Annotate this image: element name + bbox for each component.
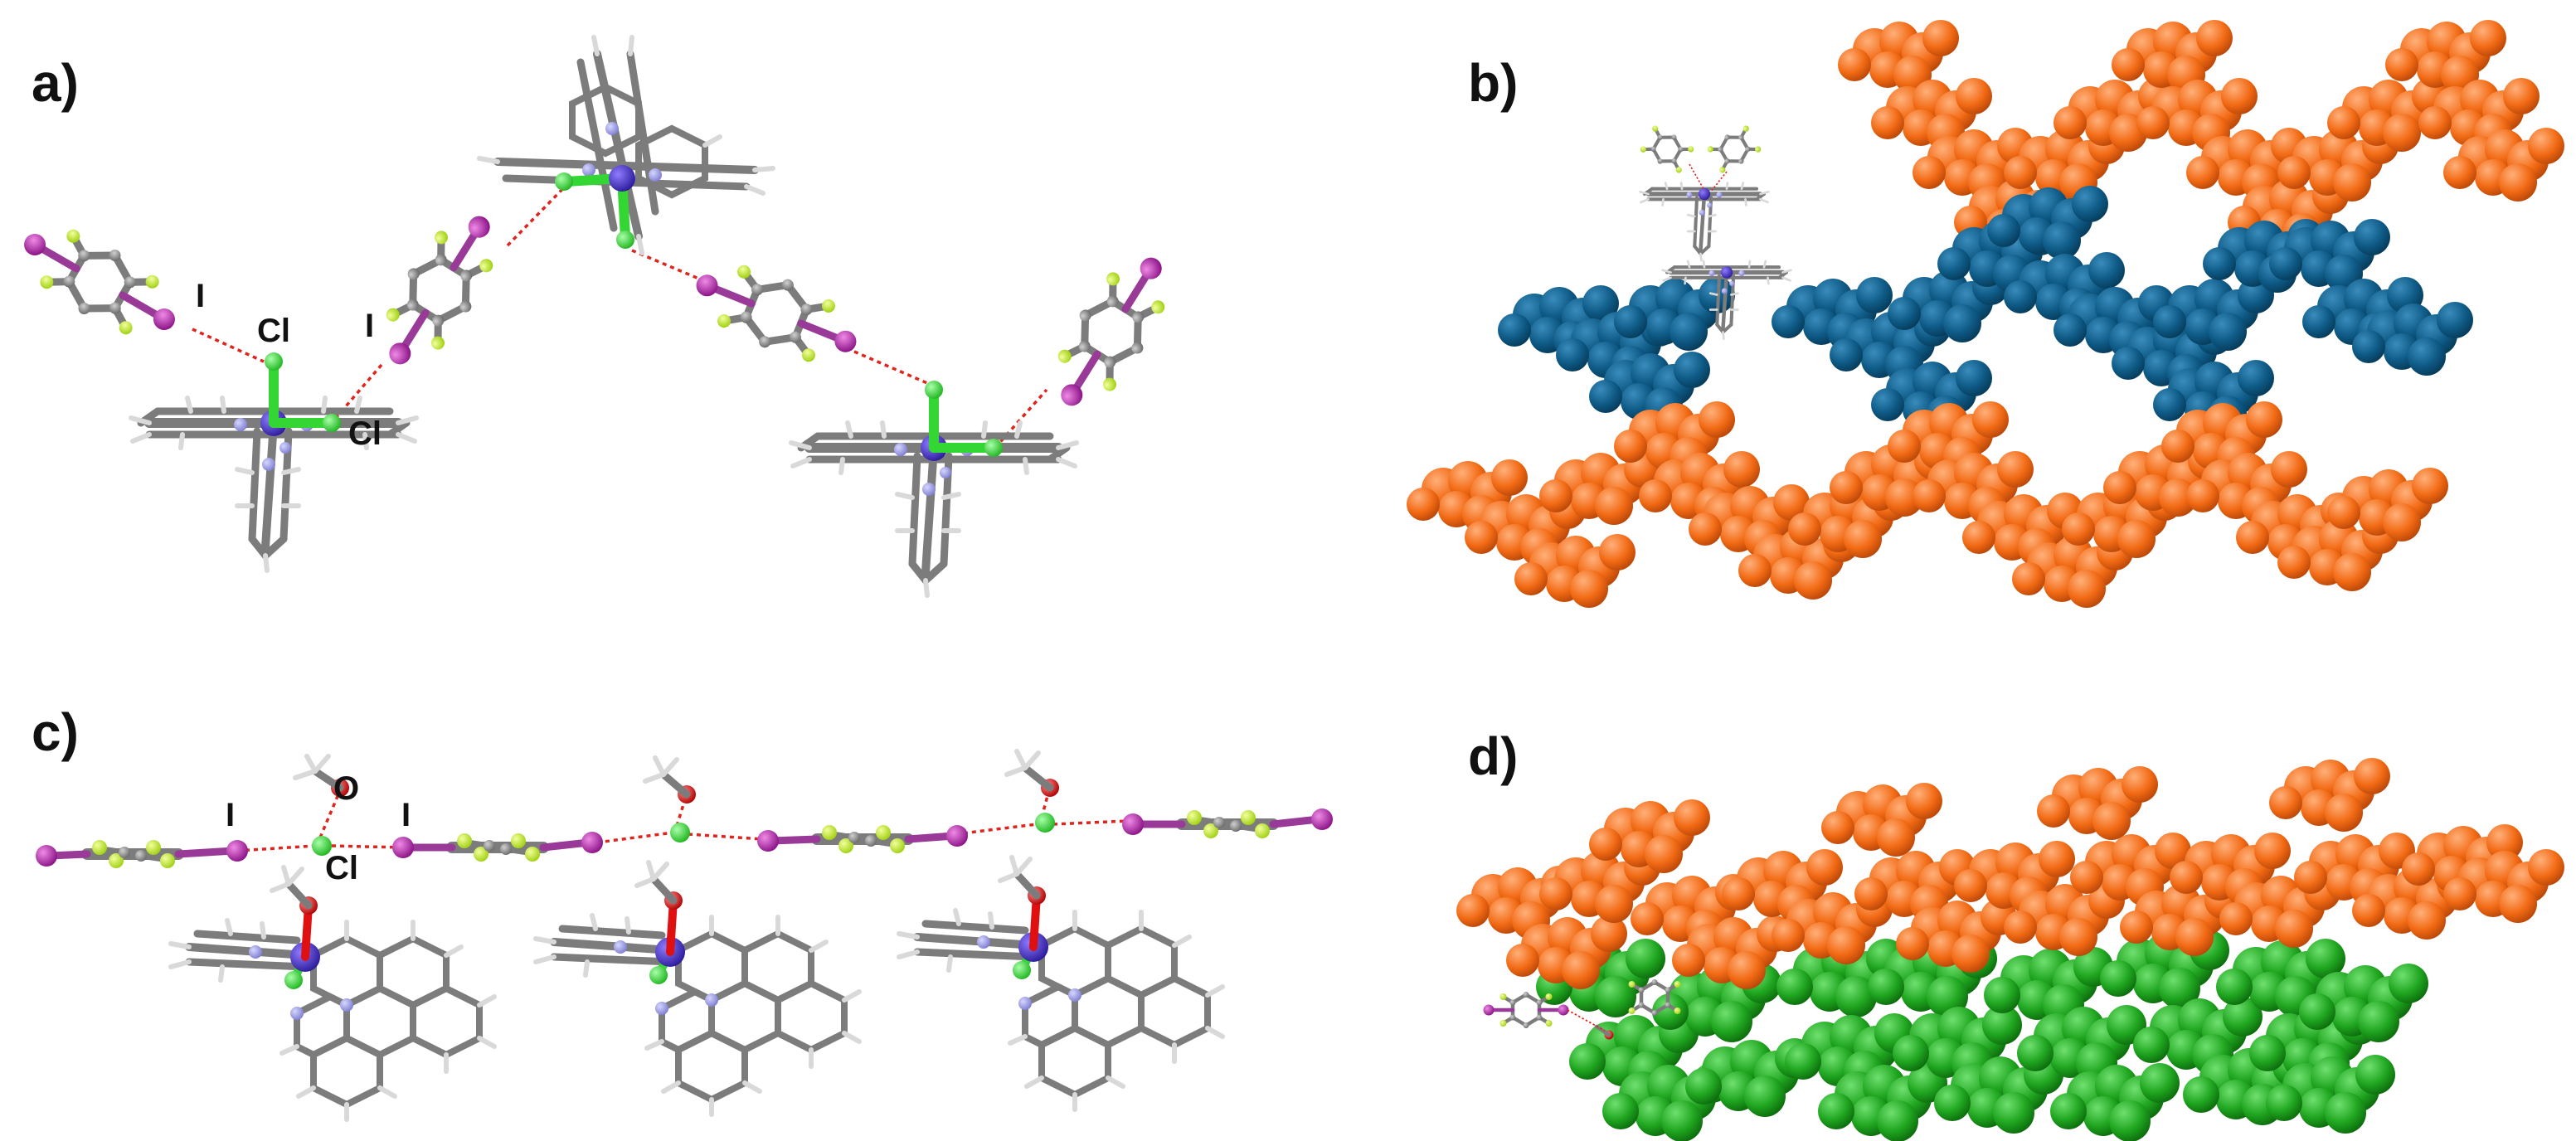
panel-d-inset-molecule — [1483, 979, 1681, 1040]
label-a-chlorine-right: Cl — [348, 415, 382, 452]
panel-a-halogen-bonds — [192, 179, 1048, 449]
panel-a-complex-3 — [791, 381, 1077, 595]
panel-b-inset-molecule — [1639, 124, 1791, 339]
panel-b-orange-chain-bottom — [1407, 401, 2448, 608]
panel-a: a) — [24, 35, 1188, 595]
panel-c-anion-2 — [643, 755, 696, 842]
panel-c-anion-3 — [1004, 749, 1059, 833]
label-c-oxygen: O — [333, 770, 359, 807]
label-c-iodine-left: I — [226, 797, 235, 833]
panel-c-ring-4 — [1122, 808, 1333, 838]
panel-a-ring-2 — [363, 216, 516, 365]
panel-d: d) — [1456, 726, 2564, 1141]
label-a-iodine-left: I — [196, 278, 205, 314]
panel-c-anion-1 — [293, 754, 349, 856]
label-c-iodine-right: I — [401, 797, 411, 833]
panel-c-complex-2 — [536, 862, 859, 1114]
panel-b-letter: b) — [1468, 53, 1518, 113]
panel-c-complex-1 — [171, 867, 494, 1119]
panel-c-letter: c) — [32, 702, 79, 762]
panel-b: b) — [1407, 20, 2564, 608]
panel-c-ring-1 — [36, 840, 248, 868]
label-c-chlorine: Cl — [325, 850, 358, 886]
panel-a-ring-3 — [696, 248, 857, 380]
panel-c-halogen-bonds — [236, 792, 1129, 852]
panel-a-letter: a) — [32, 53, 79, 113]
panel-c-complex-3 — [899, 857, 1222, 1109]
panel-b-orange-chain-top — [1838, 20, 2564, 251]
panel-c-ring-3 — [757, 825, 968, 853]
panel-a-complex-2 — [477, 35, 775, 255]
panel-c-ring-2 — [392, 832, 603, 862]
label-a-iodine-mid: I — [365, 308, 374, 344]
panel-a-ring-4 — [1035, 257, 1188, 406]
panel-c: c) — [32, 702, 1333, 1119]
panel-d-letter: d) — [1468, 726, 1518, 786]
label-a-chlorine-top: Cl — [257, 313, 290, 349]
panel-a-complex-1 — [131, 352, 416, 570]
panel-a-ring-1 — [24, 207, 175, 356]
